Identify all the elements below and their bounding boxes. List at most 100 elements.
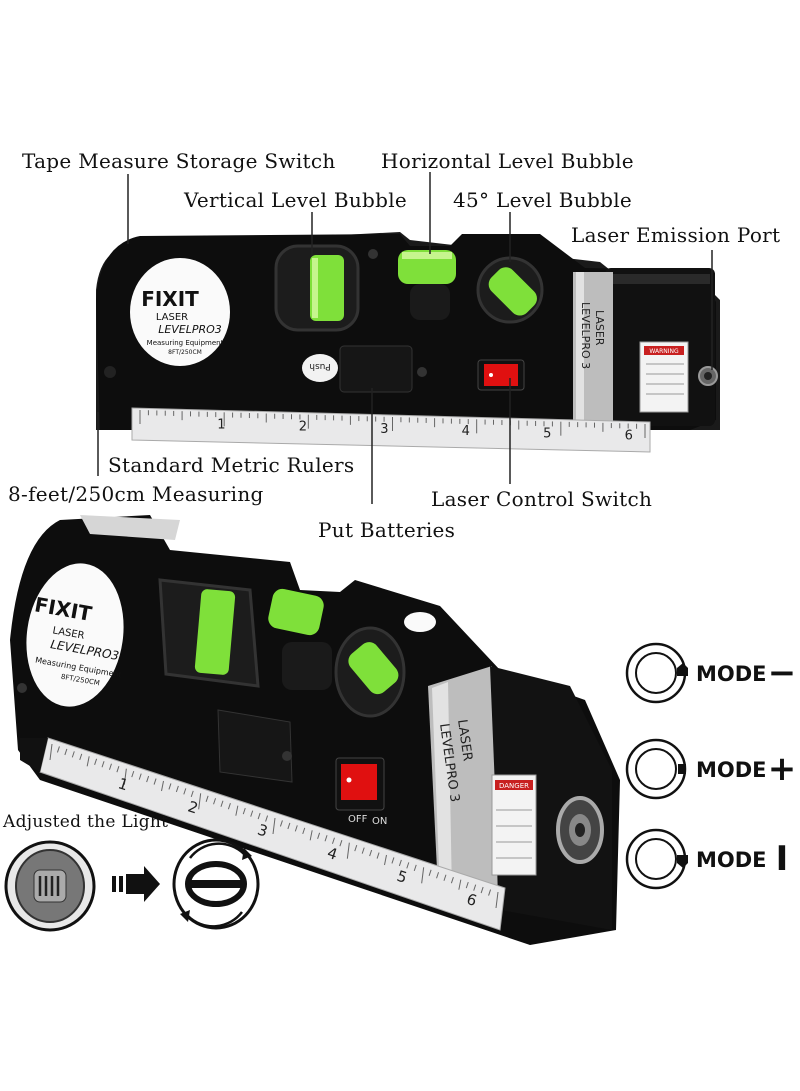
bottom-ruler-tick xyxy=(406,862,410,869)
svg-text:DANGER: DANGER xyxy=(499,782,529,790)
bottom-ruler-tick xyxy=(384,854,387,866)
bottom-ruler-tick xyxy=(205,795,209,802)
bottom-ruler-tick xyxy=(272,817,276,835)
label-45-bubble: 45° Level Bubble xyxy=(453,188,633,212)
label-tape-switch: Tape Measure Storage Switch xyxy=(22,149,336,173)
svg-text:Push: Push xyxy=(309,361,330,371)
bottom-ruler-tick xyxy=(250,810,254,817)
top-brand: FIXIT xyxy=(141,287,199,311)
mode-button-inner xyxy=(635,652,677,694)
bottom-ruler-tick xyxy=(450,877,454,884)
mode-pointer-icon xyxy=(678,764,686,774)
mode-symbol: + xyxy=(768,749,797,789)
label-horizontal-bubble: Horizontal Level Bubble xyxy=(381,149,634,173)
mode-button-inner xyxy=(635,838,677,880)
svg-text:LEVELPRO3: LEVELPRO3 xyxy=(158,323,222,336)
top-reel xyxy=(130,258,230,366)
bottom-ruler-tick xyxy=(123,768,127,785)
bottom-ruler-tick xyxy=(175,785,179,793)
bottom-ruler-tick xyxy=(227,803,231,810)
mode-button-inner xyxy=(635,748,677,790)
bottom-ruler-tick xyxy=(161,780,164,792)
top-ruler-number: 4 xyxy=(462,424,470,439)
bottom-ruler-tick xyxy=(198,793,202,810)
top-ruler-number: 3 xyxy=(380,422,388,437)
svg-text:LASER: LASER xyxy=(156,312,188,323)
svg-text:8FT/250CM: 8FT/250CM xyxy=(168,349,202,356)
bottom-ruler-tick xyxy=(398,859,402,867)
label-vertical-bubble: Vertical Level Bubble xyxy=(184,188,408,212)
bottom-ruler-tick xyxy=(331,837,335,844)
bottom-ruler-tick xyxy=(309,830,313,841)
svg-text:WARNING: WARNING xyxy=(649,348,679,355)
bottom-ruler-tick xyxy=(235,805,239,816)
mode-row-1: MODE− xyxy=(625,642,797,704)
top-45-bubble xyxy=(488,267,537,316)
bottom-ruler-tick xyxy=(153,778,157,785)
bottom-45-bubble xyxy=(348,642,399,695)
top-side-label-1: LASER xyxy=(593,310,606,346)
bottom-ruler-tick xyxy=(49,743,53,761)
top-ruler-number: 1 xyxy=(217,417,225,432)
bottom-ruler-tick xyxy=(94,758,98,765)
bottom-ruler-tick xyxy=(131,770,135,778)
bottom-ruler-tick xyxy=(302,827,306,835)
bottom-ruler-tick xyxy=(101,761,105,768)
label-laser-switch: Laser Control Switch xyxy=(431,487,653,511)
bottom-ruler-tick xyxy=(146,775,150,783)
bottom-ruler-tick xyxy=(220,800,224,807)
bottom-ruler-tick xyxy=(473,884,477,891)
bottom-ruler-tick xyxy=(190,790,194,798)
bottom-ruler-tick xyxy=(413,864,417,872)
bottom-ruler-tick xyxy=(346,842,350,859)
label-metric-rulers: Standard Metric Rulers xyxy=(108,453,355,477)
bottom-battery-door xyxy=(217,709,293,783)
bottom-ruler-tick xyxy=(86,756,90,767)
bottom-ruler-tick xyxy=(488,889,492,896)
top-ruler-number: 6 xyxy=(625,429,633,444)
bottom-ruler-tick xyxy=(421,867,425,884)
bottom-ruler-tick xyxy=(317,832,321,839)
rotate-icon xyxy=(172,838,260,930)
bottom-ruler-tick xyxy=(458,879,462,890)
label-adjusted-light: Adjusted the Light xyxy=(3,812,169,832)
bottom-ruler-tick xyxy=(242,807,246,815)
top-body xyxy=(96,234,716,430)
bottom-ruler-tick xyxy=(376,852,380,859)
bottom-ruler-tick xyxy=(465,881,469,889)
top-ruler-number: 5 xyxy=(543,426,551,441)
bottom-ruler-tick xyxy=(265,815,269,822)
label-batteries: Put Batteries xyxy=(318,518,456,542)
bottom-ruler-tick xyxy=(361,847,365,854)
mode-symbol: − xyxy=(768,653,797,693)
bottom-device: FIXIT LASER LEVELPRO3 Measuring Equipmen… xyxy=(10,515,620,945)
bottom-vertical-bubble xyxy=(194,589,236,675)
bottom-ruler-tick xyxy=(443,874,447,881)
svg-text:OFF: OFF xyxy=(348,814,368,825)
bottom-ruler-tick xyxy=(56,746,60,753)
bottom-ruler-tick xyxy=(64,748,68,756)
bottom-ruler-tick xyxy=(294,825,298,832)
svg-text:LASER: LASER xyxy=(454,718,475,762)
bottom-ruler xyxy=(39,737,506,931)
mode-label: MODE xyxy=(696,662,767,686)
bottom-ruler-tick xyxy=(436,872,440,879)
bottom-ruler-tick xyxy=(287,822,291,830)
bottom-ruler-tick xyxy=(257,812,261,820)
bottom-ruler-tick xyxy=(108,763,112,770)
bottom-reel xyxy=(26,563,124,707)
svg-text:ON: ON xyxy=(372,816,387,827)
top-ruler-number: 2 xyxy=(299,420,307,435)
bottom-ruler-tick xyxy=(480,886,484,894)
bottom-ruler-tick xyxy=(71,751,75,758)
bottom-ruler-tick xyxy=(339,840,343,847)
bottom-ruler-tick xyxy=(324,835,328,842)
top-side-label-2: LEVELPRO 3 xyxy=(579,302,592,369)
bottom-ruler-tick xyxy=(369,849,373,857)
top-battery-door xyxy=(339,345,413,393)
svg-text:Measuring Equipment: Measuring Equipment xyxy=(147,339,224,347)
mode-pointer-icon xyxy=(677,855,688,868)
bottom-ruler-tick xyxy=(495,891,499,909)
bottom-horizontal-bubble xyxy=(268,588,324,636)
